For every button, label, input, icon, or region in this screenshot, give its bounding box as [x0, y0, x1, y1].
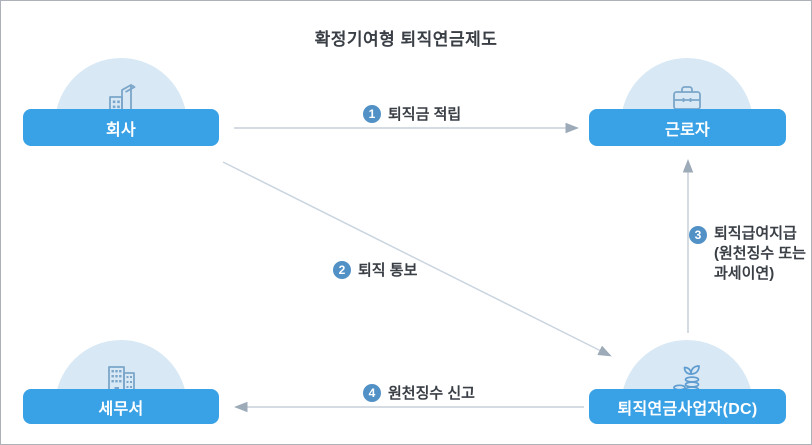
node-employee-label: 근로자 [664, 121, 711, 139]
node-employee: 근로자 [589, 109, 786, 146]
flow-label-1: 1 퇴직금 적립 [363, 103, 461, 124]
flow-label-4-text: 원천징수 신고 [388, 385, 475, 402]
node-company: 회사 [23, 109, 219, 146]
node-tax-office: 세무서 [23, 389, 219, 424]
step-badge-2: 2 [333, 260, 351, 279]
flow-label-4: 4 원천징수 신고 [363, 382, 475, 403]
arrow-2-company-to-provider [222, 161, 612, 357]
flow-label-3-text: 퇴직급여지급 (원천징수 또는 과세이연) [714, 224, 806, 284]
flow-label-3-line1: 퇴직급여지급 [714, 225, 797, 242]
flow-label-3: 3 퇴직급여지급 (원천징수 또는 과세이연) [689, 224, 806, 284]
node-provider-label: 퇴직연금사업자(DC) [617, 400, 758, 418]
flow-label-3-line2: (원천징수 또는 [714, 245, 806, 262]
node-tax-office-label: 세무서 [98, 400, 144, 418]
step-badge-4: 4 [363, 383, 381, 402]
step-badge-3: 3 [689, 226, 707, 244]
flow-label-2: 2 퇴직 통보 [333, 259, 417, 280]
node-provider: 퇴직연금사업자(DC) [589, 389, 786, 424]
flow-label-3-line3: 과세이연) [714, 265, 775, 282]
flow-label-1-text: 퇴직금 적립 [388, 106, 462, 123]
step-badge-1: 1 [363, 104, 381, 123]
node-company-label: 회사 [105, 121, 137, 139]
flow-label-2-text: 퇴직 통보 [358, 262, 418, 279]
diagram-title: 확정기여형 퇴직연금제도 [314, 30, 498, 49]
